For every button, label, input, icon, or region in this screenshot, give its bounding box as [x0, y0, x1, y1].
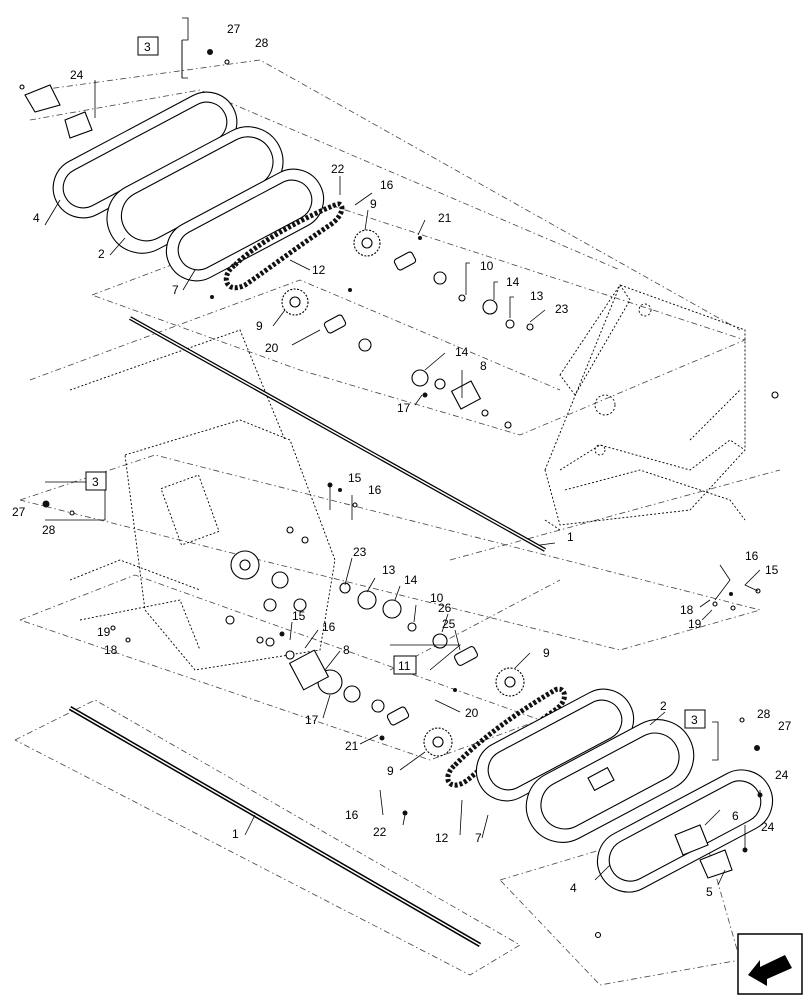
callout-7: 7 [172, 283, 179, 297]
callout-9: 9 [256, 319, 263, 333]
callout-16: 16 [745, 549, 759, 563]
callout-28: 28 [757, 707, 771, 721]
callout-27: 27 [227, 22, 241, 36]
callout-14: 14 [404, 573, 418, 587]
callout-9: 9 [370, 197, 377, 211]
callout-3-box: 3 [144, 40, 151, 54]
shaft-lower [68, 706, 482, 947]
callout-15: 15 [292, 609, 306, 623]
boxed-callouts [85, 36, 706, 729]
callout-9: 9 [387, 764, 394, 778]
callout-7: 7 [475, 831, 482, 845]
callout-24: 24 [775, 768, 789, 782]
hardware-bits [42, 49, 761, 751]
callout-18: 18 [680, 603, 694, 617]
upper-sprocket-9b [281, 288, 309, 316]
callout-9: 9 [543, 646, 550, 660]
callout-27: 27 [778, 719, 792, 733]
callout-14: 14 [455, 345, 469, 359]
lower-small-plate-5-6 [594, 792, 763, 939]
callout-28: 28 [42, 523, 56, 537]
callout-17: 17 [397, 401, 411, 415]
callout-3-box: 3 [691, 713, 698, 727]
callout-18: 18 [104, 643, 118, 657]
next-page-arrow-icon[interactable] [737, 933, 803, 995]
callout-8: 8 [480, 359, 487, 373]
callout-21: 21 [438, 211, 452, 225]
callout-24: 24 [70, 68, 84, 82]
callout-22: 22 [331, 162, 345, 176]
callout-21: 21 [345, 739, 359, 753]
callout-10: 10 [480, 259, 494, 273]
callout-11-box: 11 [398, 659, 411, 673]
callout-5: 5 [706, 885, 713, 899]
lower-hubs [265, 482, 479, 816]
lower-sprocket-9b [423, 727, 453, 757]
callout-27: 27 [12, 505, 26, 519]
callout-10: 10 [430, 591, 444, 605]
callout-16: 16 [322, 620, 336, 634]
callout-22: 22 [373, 825, 387, 839]
callout-24: 24 [761, 820, 775, 834]
callout-15: 15 [348, 471, 362, 485]
upper-hubs [210, 236, 534, 429]
callout-4: 4 [570, 881, 577, 895]
callout-28: 28 [255, 36, 269, 50]
right-frame-assembly [544, 284, 779, 531]
callout-12: 12 [435, 831, 449, 845]
callout-25: 25 [442, 617, 456, 631]
left-frame-assembly [69, 329, 336, 671]
callout-14: 14 [506, 275, 520, 289]
upper-chain-12 [223, 201, 345, 290]
callout-4: 4 [33, 211, 40, 225]
callout-12: 12 [312, 263, 326, 277]
callout-2: 2 [660, 699, 667, 713]
callout-16: 16 [380, 178, 394, 192]
callout-23: 23 [353, 545, 367, 559]
callout-16: 16 [368, 483, 382, 497]
callout-labels: 27 28 3 24 4 2 7 22 16 9 21 12 9 20 10 1… [12, 22, 792, 899]
callout-23: 23 [555, 302, 569, 316]
callout-16: 16 [345, 808, 359, 822]
callout-6: 6 [732, 809, 739, 823]
callout-20: 20 [265, 341, 279, 355]
lower-sprocket-9a [495, 667, 525, 697]
leader-lines [44, 17, 761, 886]
callout-19: 19 [97, 625, 111, 639]
lower-chain-12 [445, 686, 567, 788]
shaft-upper [129, 316, 546, 552]
callout-15: 15 [765, 563, 779, 577]
callout-1: 1 [567, 530, 574, 544]
callout-1: 1 [232, 827, 239, 841]
upper-sprocket-9a [353, 229, 381, 257]
callout-2: 2 [98, 247, 105, 261]
callout-26: 26 [438, 601, 452, 615]
callout-8: 8 [343, 643, 350, 657]
callout-19: 19 [688, 617, 702, 631]
upper-small-plate-5-6 [19, 84, 93, 139]
callout-3-box: 3 [92, 475, 99, 489]
lower-cover-housing-2 [525, 719, 695, 843]
callout-17: 17 [305, 713, 319, 727]
callout-13: 13 [382, 563, 396, 577]
upper-gasket-7 [165, 168, 325, 282]
callout-13: 13 [530, 289, 544, 303]
callout-20: 20 [465, 706, 479, 720]
